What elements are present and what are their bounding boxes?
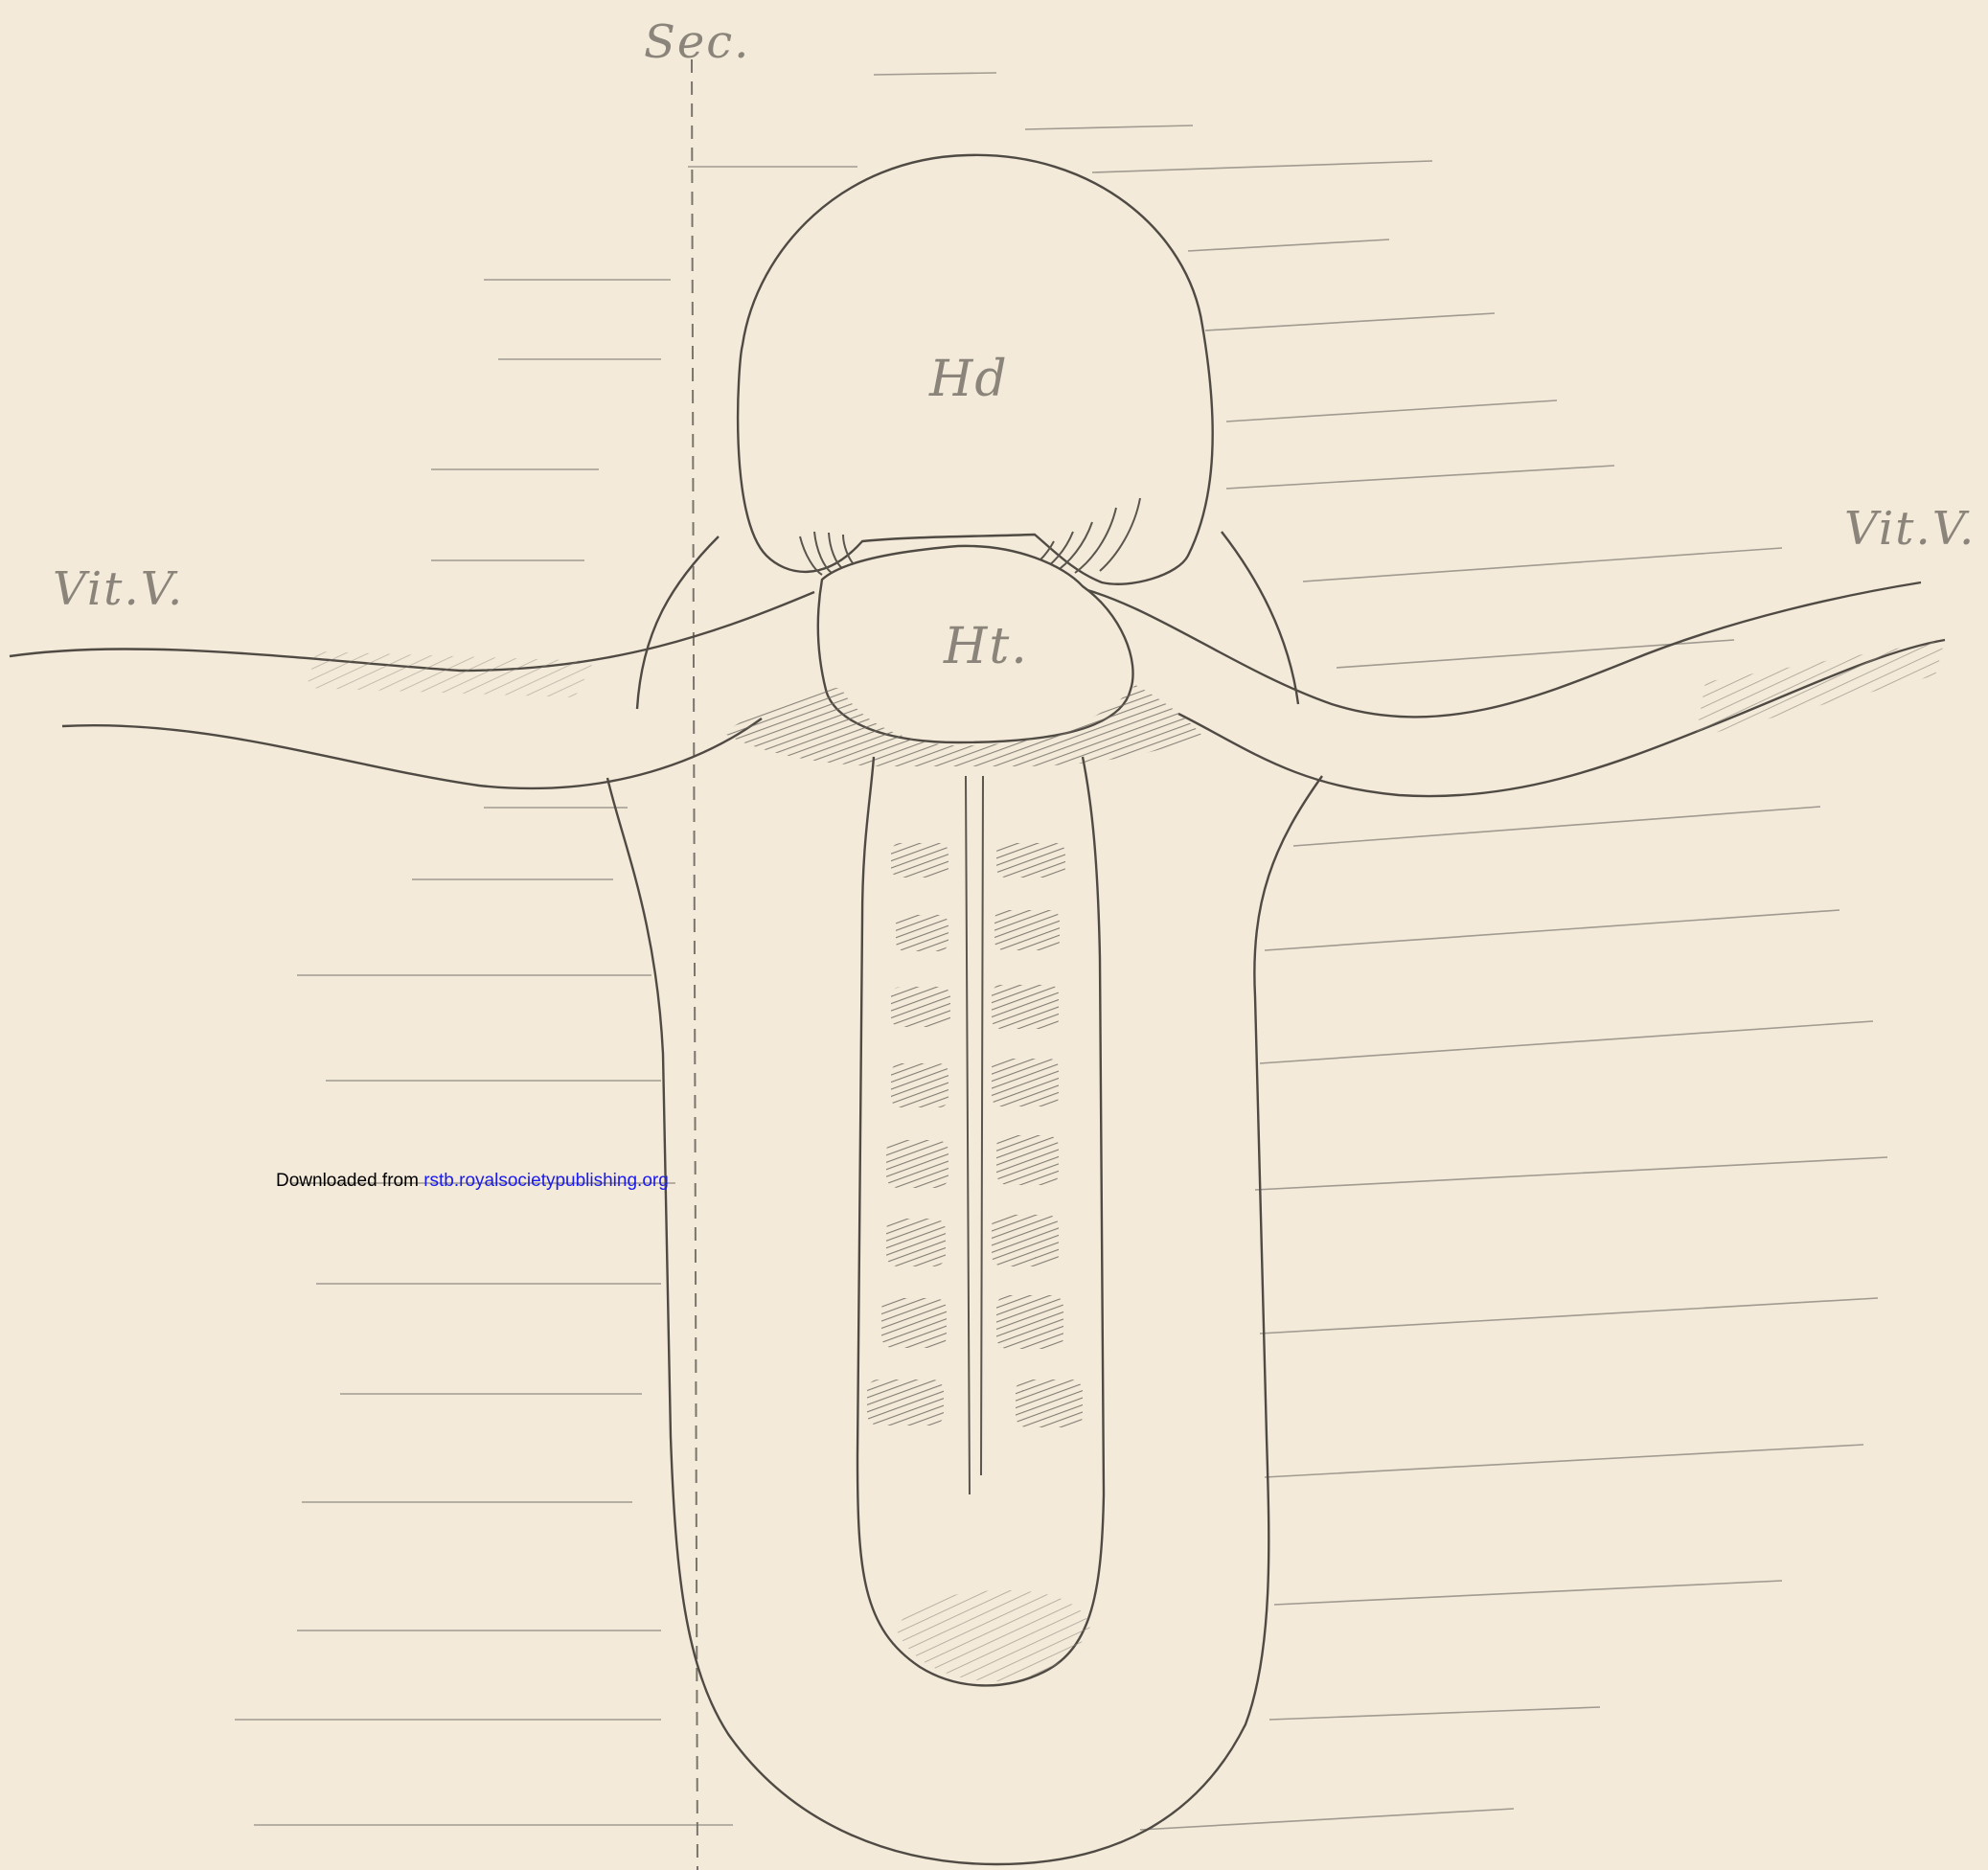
somites	[867, 843, 1083, 1427]
somite	[891, 987, 950, 1027]
label-vitelline-vein-left: Vit.V.	[53, 562, 184, 616]
somite	[996, 843, 1065, 878]
download-source-link[interactable]: rstb.royalsocietypublishing.org	[423, 1171, 669, 1191]
somite	[891, 843, 948, 878]
label-vitelline-vein-right: Vit.V.	[1844, 502, 1976, 556]
somite	[994, 910, 1060, 950]
somite	[992, 1215, 1059, 1266]
somite	[886, 1219, 946, 1266]
download-note-prefix: Downloaded from	[276, 1171, 423, 1191]
label-head: Hd	[929, 351, 1009, 408]
somite	[867, 1380, 944, 1425]
somite	[996, 1295, 1063, 1349]
somite	[992, 1059, 1059, 1106]
label-section: Sec.	[644, 15, 750, 69]
somite	[881, 1298, 947, 1348]
somite	[992, 985, 1059, 1029]
somite	[896, 915, 948, 951]
section-line	[692, 59, 697, 1870]
blood-island-right	[1696, 640, 1945, 738]
blood-island-left	[307, 651, 594, 697]
download-note: Downloaded from rstb.royalsocietypublish…	[276, 1171, 669, 1192]
somite	[1016, 1380, 1083, 1427]
label-heart: Ht.	[944, 618, 1029, 675]
somite	[891, 1063, 948, 1107]
notochord	[966, 776, 983, 1494]
somite	[886, 1140, 948, 1188]
primitive-streak	[896, 1590, 1090, 1681]
somite	[996, 1135, 1059, 1185]
